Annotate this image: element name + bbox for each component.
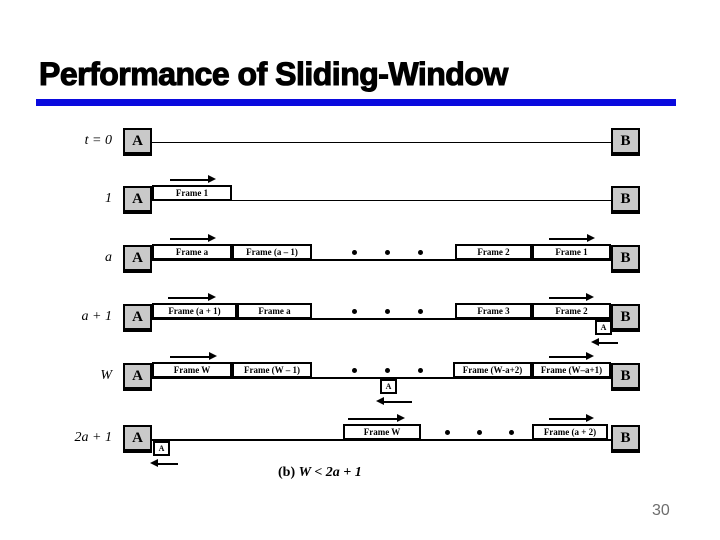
node-a-box: A [123, 128, 152, 156]
ellipsis-dot [445, 430, 450, 435]
node-a-box: A [123, 363, 152, 391]
ellipsis-dot [385, 250, 390, 255]
frame-box: Frame (a – 1) [232, 244, 312, 260]
node-a-box: A [123, 304, 152, 332]
frame-box: Frame 2 [455, 244, 532, 260]
arrow-head [397, 414, 405, 422]
timeline-row-5 [152, 439, 611, 441]
timeline-row-3 [152, 318, 611, 320]
frame-direction-arrow-icon [549, 414, 594, 423]
ellipsis-dot [418, 309, 423, 314]
time-label-row-0: t = 0 [84, 133, 112, 148]
arrow-shaft [170, 237, 209, 240]
time-label-row-5: 2a + 1 [74, 430, 112, 445]
ellipsis-dot [385, 368, 390, 373]
arrow-head [208, 234, 216, 242]
frame-direction-arrow-icon [170, 352, 217, 361]
frame-direction-arrow-icon [168, 293, 216, 302]
ack-frame-box: A [153, 441, 170, 456]
frame-box: Frame (W–a+1) [532, 362, 611, 378]
arrow-head [586, 414, 594, 422]
arrow-head [150, 459, 158, 467]
frame-box: Frame (a + 2) [532, 424, 608, 440]
ellipsis-dot [509, 430, 514, 435]
ack-frame-box: A [380, 379, 397, 394]
frame-box: Frame (W-a+2) [453, 362, 532, 378]
node-b-box: B [611, 304, 640, 332]
ellipsis-dot [418, 368, 423, 373]
ellipsis-dot [352, 250, 357, 255]
arrow-head [587, 234, 595, 242]
figure-caption-prefix: (b) [278, 465, 299, 480]
ellipsis-dot [352, 368, 357, 373]
node-b-box: B [611, 425, 640, 453]
frame-direction-arrow-icon [549, 234, 595, 243]
frame-box: Frame (a + 1) [152, 303, 237, 319]
frame-box: Frame a [152, 244, 232, 260]
arrow-head [591, 338, 599, 346]
ack-frame-box: A [595, 320, 612, 335]
node-b-box: B [611, 245, 640, 273]
ack-direction-arrow-icon [150, 459, 178, 468]
arrow-shaft [170, 355, 210, 358]
frame-direction-arrow-icon [549, 352, 594, 361]
arrow-shaft [170, 178, 209, 181]
slide-title: Performance of Sliding-Window [38, 55, 508, 92]
arrow-head [586, 352, 594, 360]
arrow-head [208, 175, 216, 183]
arrow-head [208, 293, 216, 301]
arrow-head [586, 293, 594, 301]
arrow-shaft [549, 417, 587, 420]
ack-direction-arrow-icon [591, 338, 618, 347]
arrow-shaft [549, 237, 588, 240]
timeline-row-4 [152, 377, 611, 379]
time-label-row-3: a + 1 [81, 309, 112, 324]
frame-direction-arrow-icon [549, 293, 594, 302]
ellipsis-dot [352, 309, 357, 314]
arrow-shaft [598, 341, 618, 344]
frame-box: Frame (W – 1) [232, 362, 312, 378]
timeline-row-2 [152, 259, 611, 261]
timeline-row-1 [152, 200, 611, 201]
figure-caption-formula: W < 2a + 1 [298, 465, 362, 480]
timeline-row-0 [152, 142, 611, 143]
arrow-shaft [168, 296, 209, 299]
time-label-row-4: W [100, 368, 112, 383]
node-b-box: B [611, 363, 640, 391]
node-a-box: A [123, 425, 152, 453]
arrow-head [376, 397, 384, 405]
node-a-box: A [123, 186, 152, 214]
node-a-box: A [123, 245, 152, 273]
frame-box: Frame 1 [152, 185, 232, 201]
frame-box: Frame W [343, 424, 421, 440]
frame-box: Frame 3 [455, 303, 532, 319]
page-number: 30 [652, 502, 670, 519]
ack-direction-arrow-icon [376, 397, 412, 406]
node-b-box: B [611, 186, 640, 214]
arrow-shaft [549, 296, 587, 299]
frame-box: Frame 2 [532, 303, 611, 319]
arrow-shaft [549, 355, 587, 358]
frame-box: Frame a [237, 303, 312, 319]
time-label-row-2: a [105, 250, 112, 265]
ellipsis-dot [385, 309, 390, 314]
arrow-shaft [383, 400, 412, 403]
ellipsis-dot [418, 250, 423, 255]
frame-box: Frame W [152, 362, 232, 378]
ellipsis-dot [477, 430, 482, 435]
time-label-row-1: 1 [105, 191, 112, 206]
arrow-shaft [348, 417, 398, 420]
frame-direction-arrow-icon [170, 175, 216, 184]
node-b-box: B [611, 128, 640, 156]
figure-caption: (b) W < 2a + 1 [278, 465, 362, 481]
frame-direction-arrow-icon [170, 234, 216, 243]
arrow-shaft [157, 462, 178, 465]
title-underline-rule [36, 99, 676, 106]
frame-box: Frame 1 [532, 244, 611, 260]
arrow-head [209, 352, 217, 360]
frame-direction-arrow-icon [348, 414, 405, 423]
